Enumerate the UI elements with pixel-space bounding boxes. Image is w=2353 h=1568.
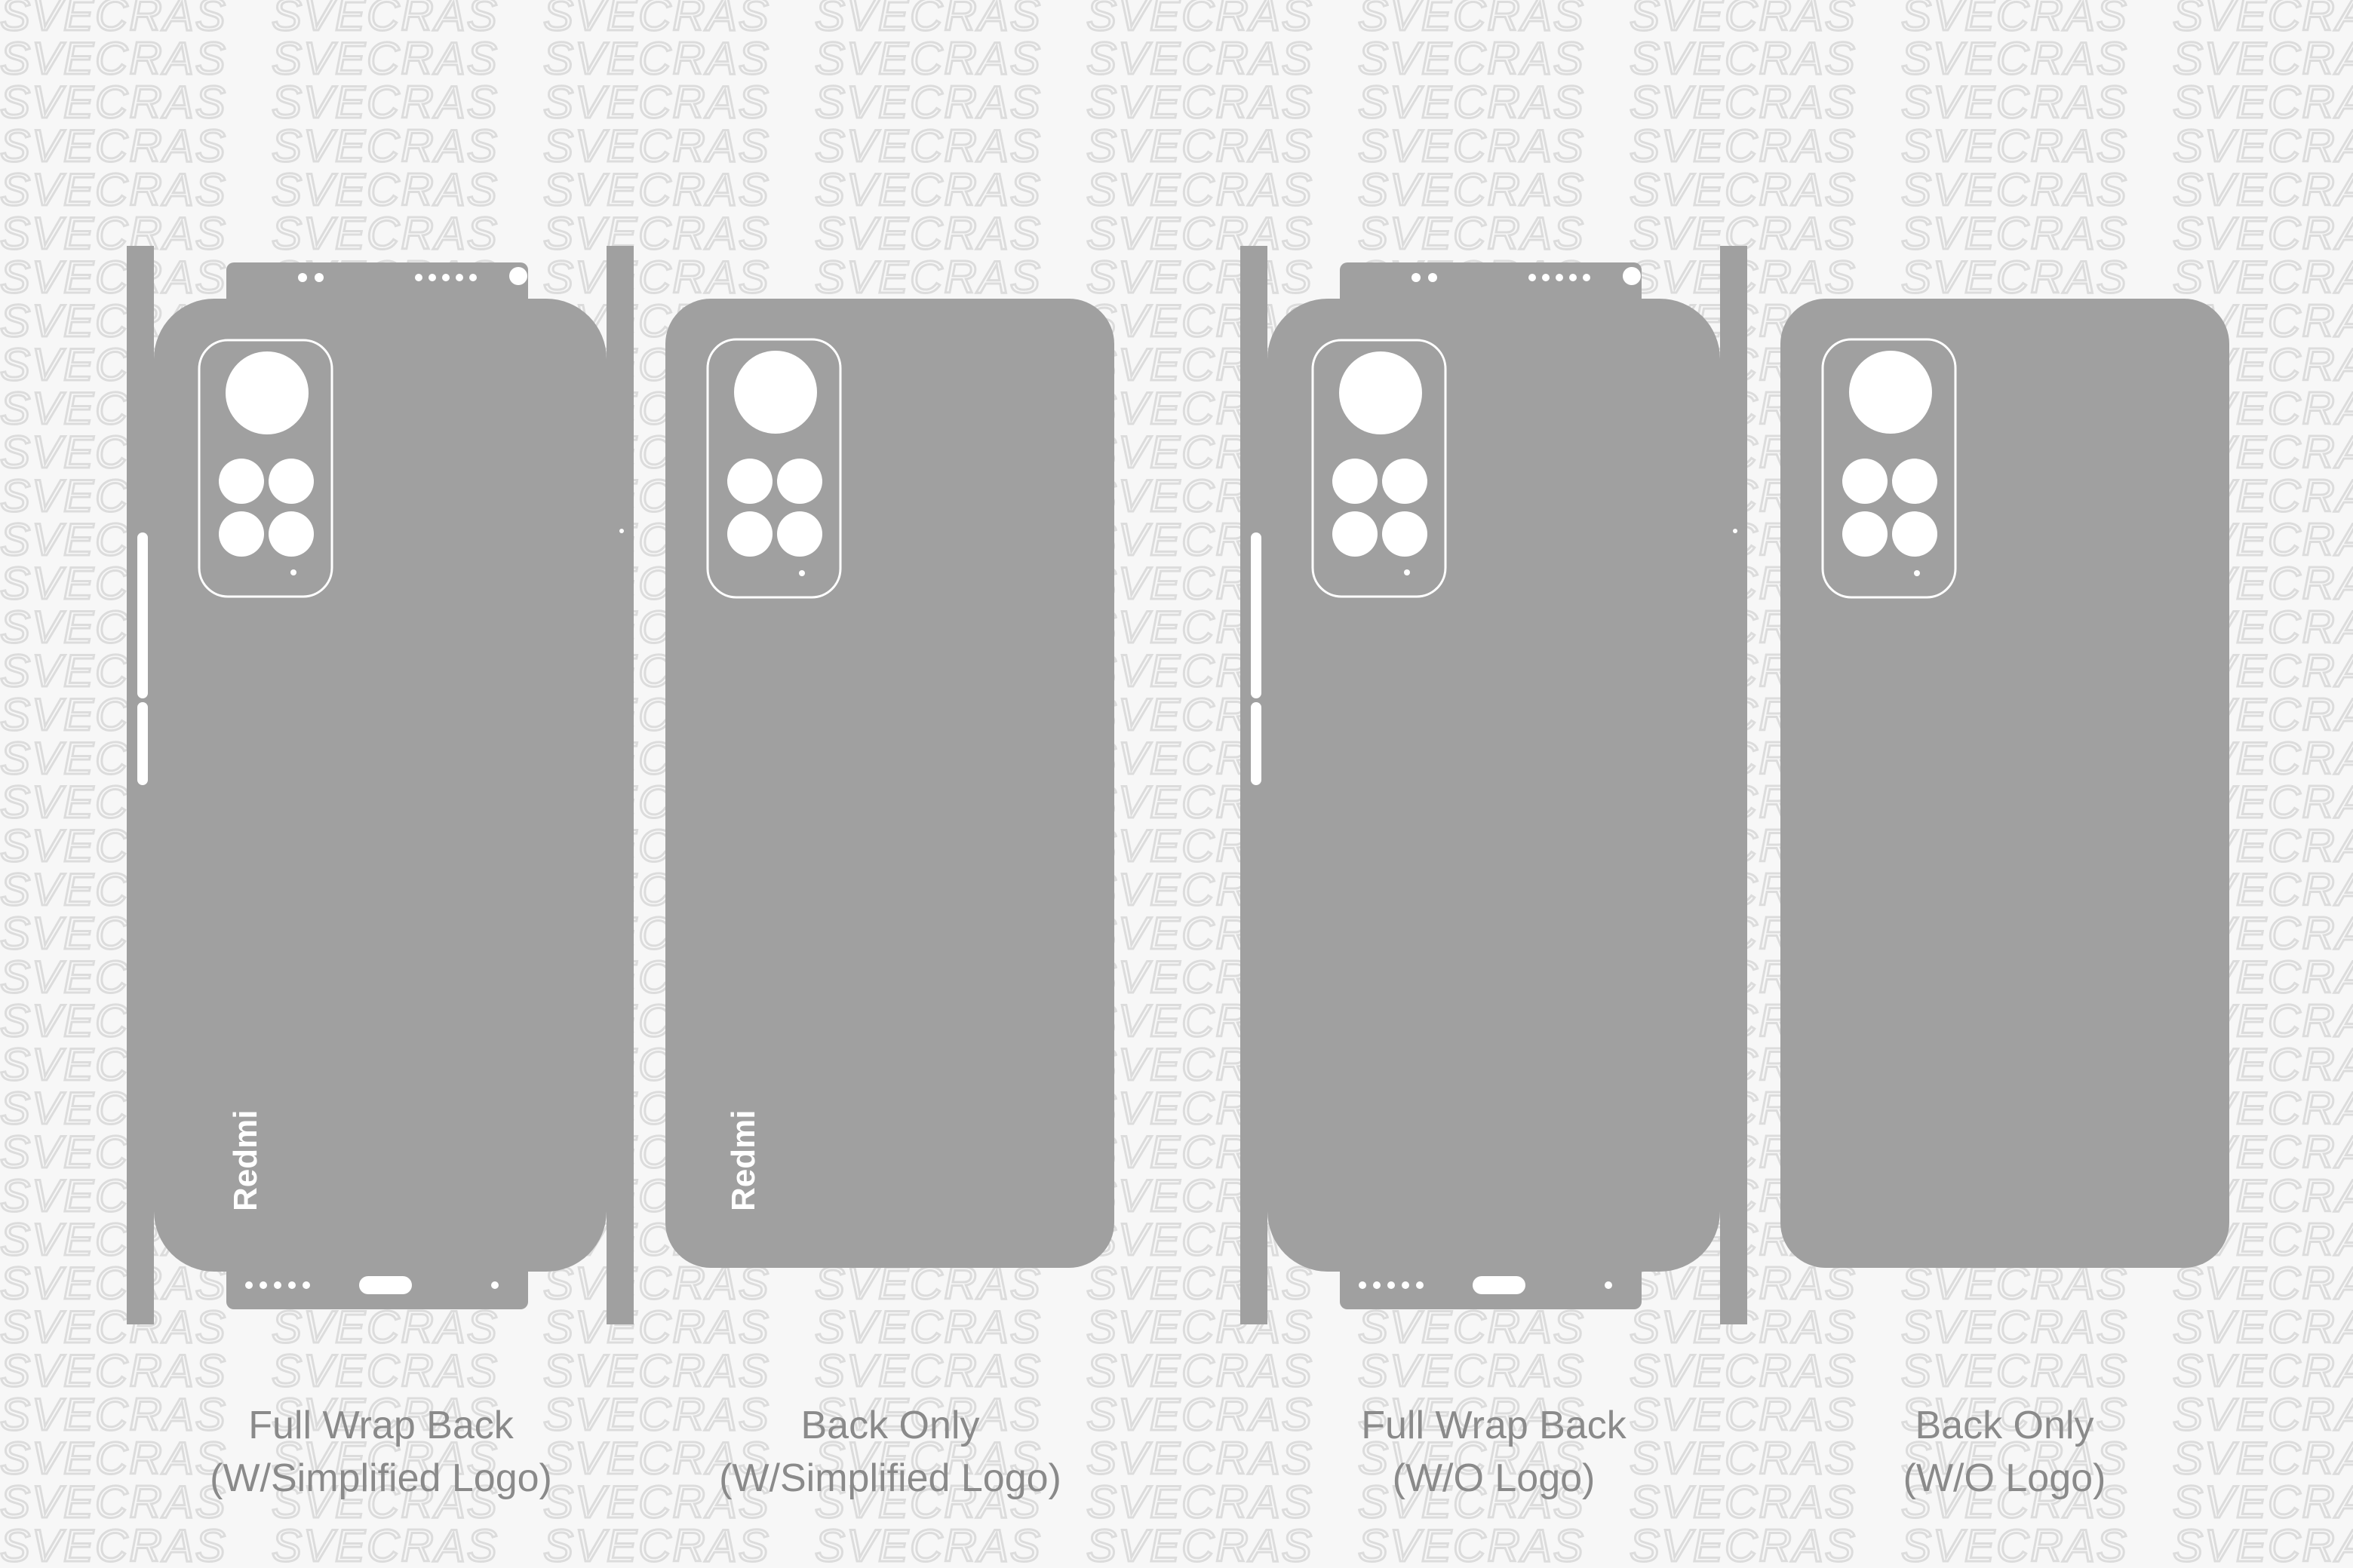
phone-skin-full-wrap [1240, 246, 1747, 1324]
caption-title: Full Wrap Back [1361, 1404, 1627, 1447]
top-port-cutouts [1411, 267, 1641, 285]
side-button-cutouts [137, 532, 148, 785]
phone-skin-full-wrap [127, 246, 634, 1324]
bottom-port-cutouts [1359, 1276, 1612, 1294]
caption-subtitle: (W/O Logo) [1392, 1456, 1596, 1500]
caption-title: Full Wrap Back [248, 1404, 514, 1447]
camera-module [198, 339, 333, 598]
camera-module [1311, 339, 1447, 598]
main-camera-cutout [1339, 351, 1422, 434]
template-back-only-simplified-logo: Redmi [665, 299, 1118, 1272]
template-full-wrap-no-logo [1237, 246, 1758, 1324]
caption-title: Back Only [1915, 1404, 2094, 1447]
caption-full-wrap-simplified-logo: Full Wrap Back (W/Simplified Logo) [117, 1399, 645, 1505]
redmi-logo: Redmi [725, 1110, 762, 1211]
template-back-only-no-logo [1780, 299, 2233, 1272]
caption-title: Back Only [800, 1404, 980, 1447]
top-port-cutouts [298, 267, 527, 285]
caption-subtitle: (W/O Logo) [1903, 1456, 2106, 1500]
phone-skin-back-only [1780, 299, 2229, 1268]
main-camera-cutout [1849, 351, 1932, 434]
caption-back-only-no-logo: Back Only (W/O Logo) [1740, 1399, 2269, 1505]
redmi-logo: Redmi [227, 1110, 264, 1211]
bottom-port-cutouts [245, 1276, 499, 1294]
side-button-cutouts [1251, 532, 1261, 785]
caption-subtitle: (W/Simplified Logo) [210, 1456, 552, 1500]
caption-full-wrap-no-logo: Full Wrap Back (W/O Logo) [1230, 1399, 1758, 1505]
main-camera-cutout [734, 351, 817, 434]
camera-module [706, 338, 842, 599]
camera-module [1821, 338, 1957, 599]
caption-subtitle: (W/Simplified Logo) [719, 1456, 1061, 1500]
main-camera-cutout [226, 351, 309, 434]
mic-dot [619, 529, 624, 533]
template-full-wrap-simplified-logo: Redmi [124, 246, 644, 1324]
phone-skin-back-only [665, 299, 1114, 1268]
mic-dot [1733, 529, 1737, 533]
caption-back-only-simplified-logo: Back Only (W/Simplified Logo) [626, 1399, 1154, 1505]
